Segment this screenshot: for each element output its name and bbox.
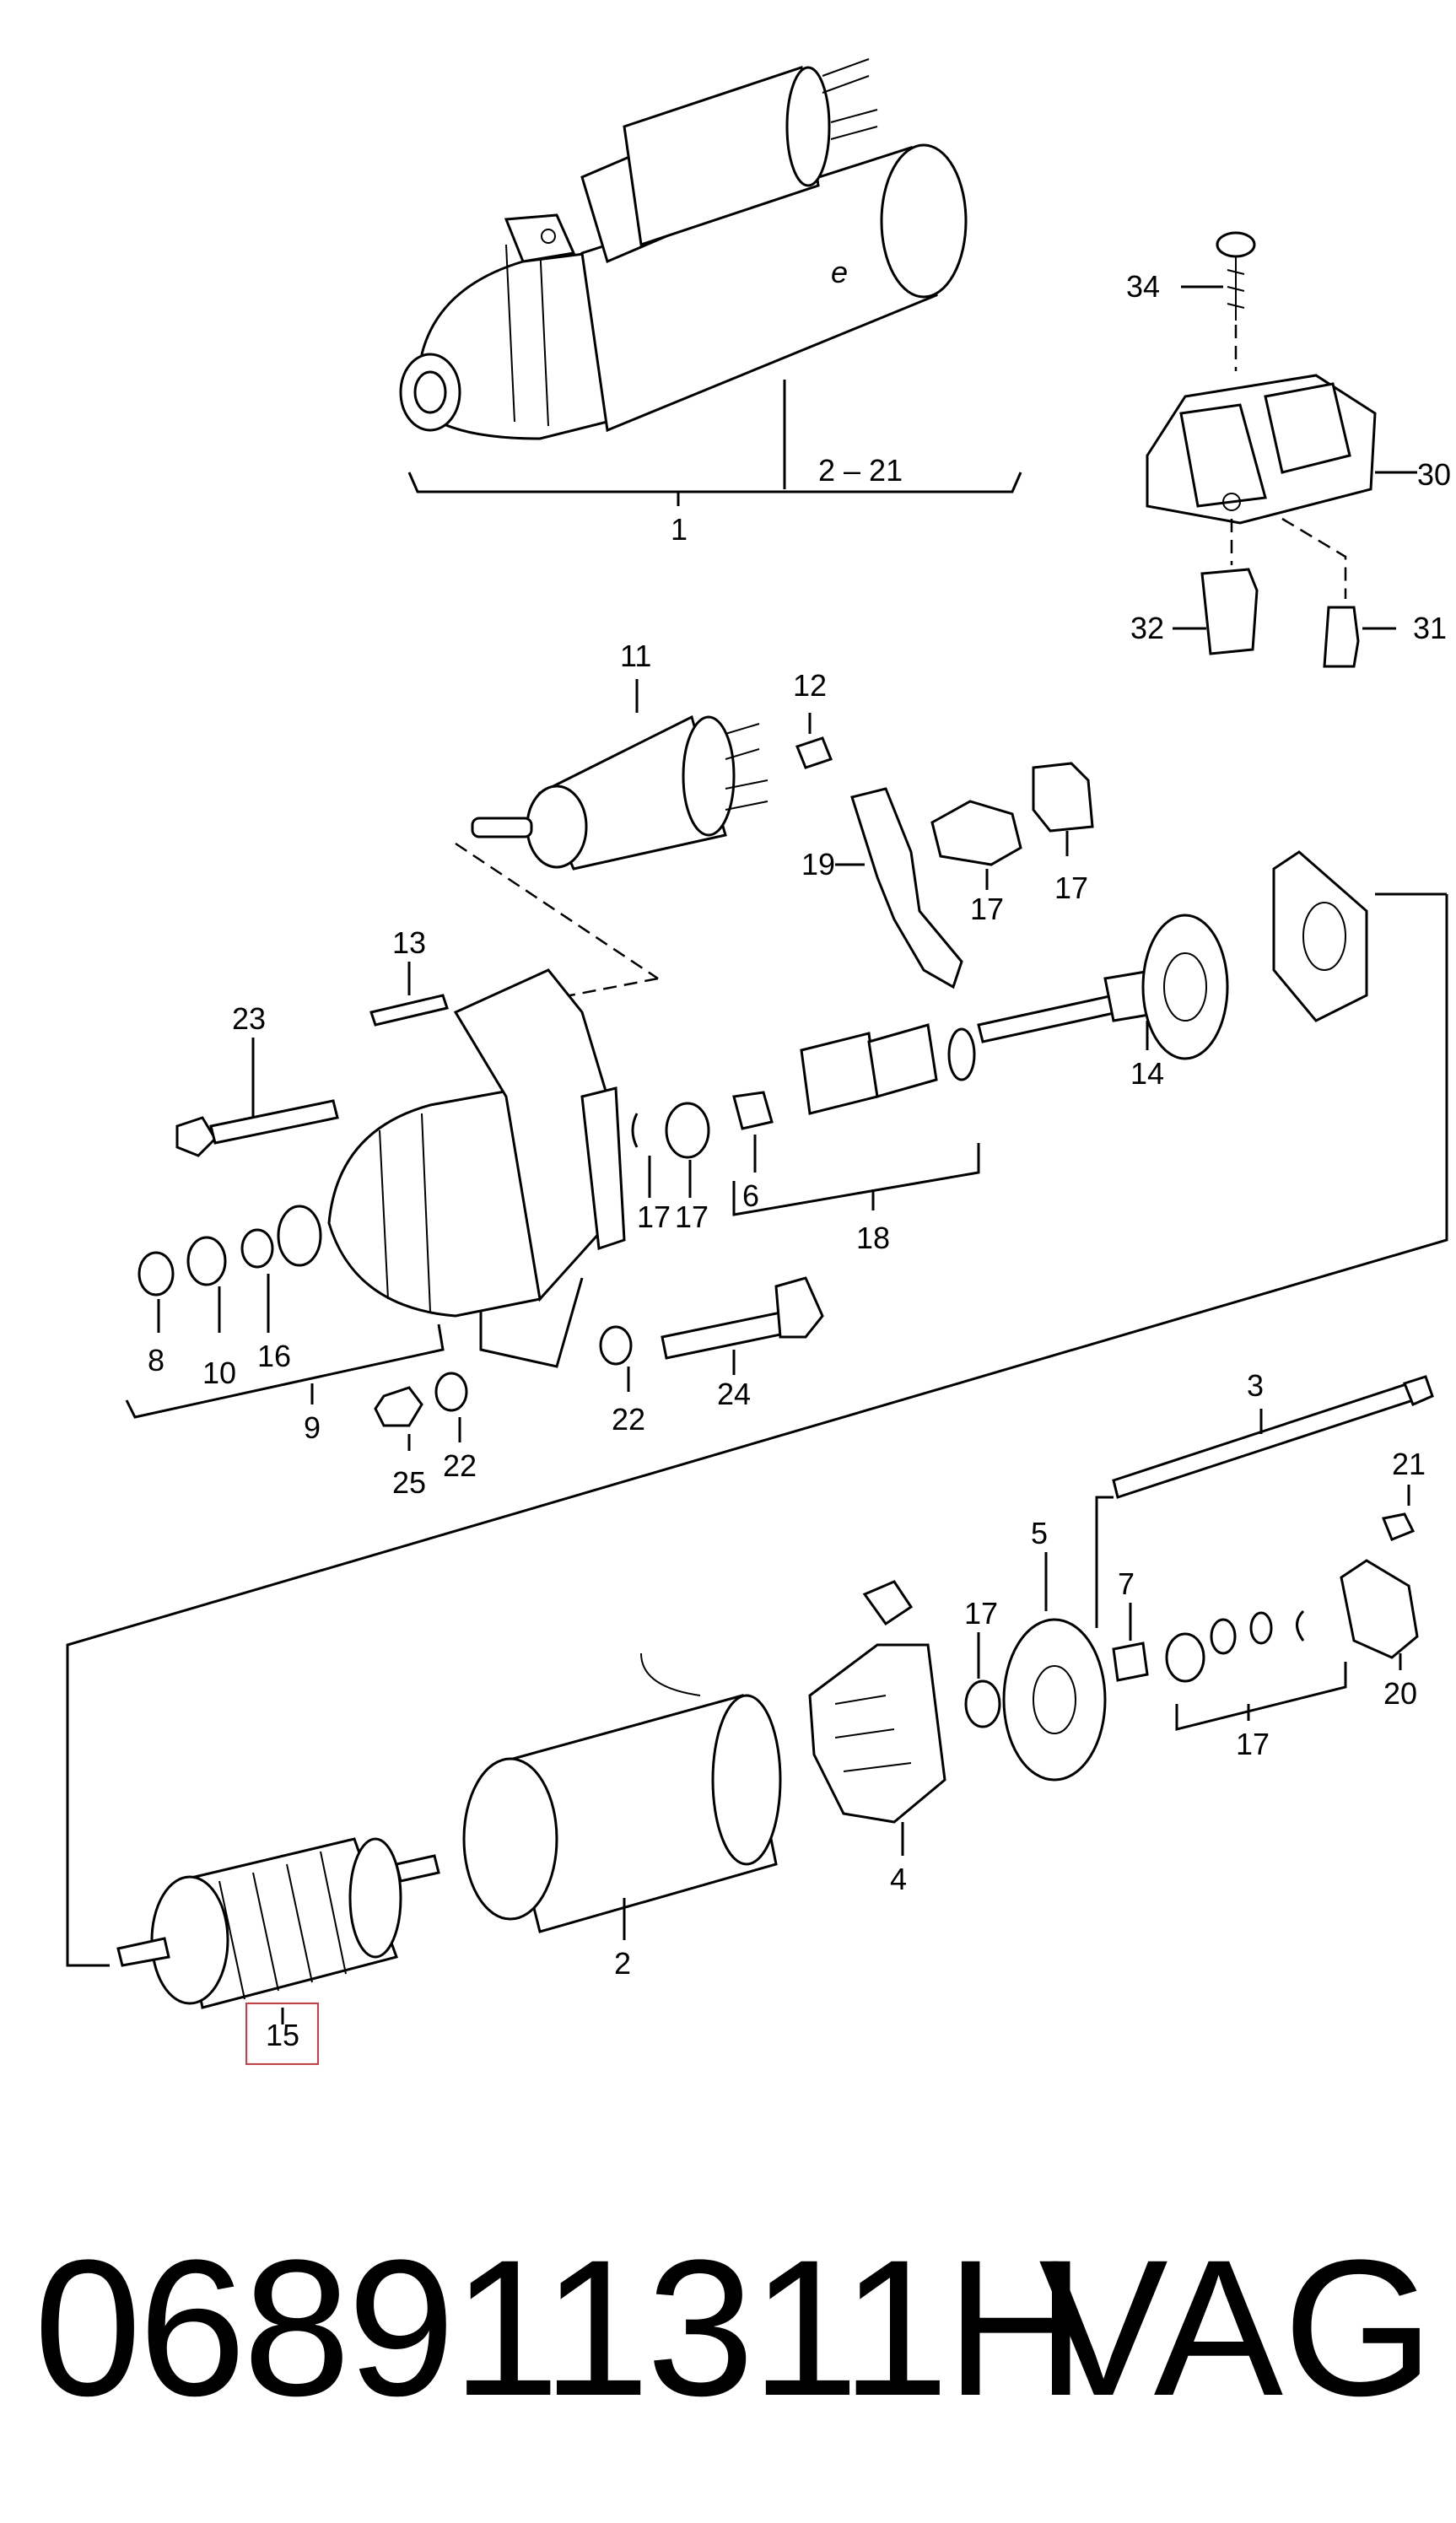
bolt-24-drawing [661,1276,824,1360]
callout-23: 23 [232,1001,266,1036]
callout-17a: 17 [970,892,1004,926]
solenoid-drawing [471,714,768,871]
washer-22b [434,1372,468,1412]
callout-5: 5 [1031,1516,1048,1550]
callout-15: 15 [266,2018,299,2052]
callout-14: 14 [1130,1056,1164,1091]
lever-bearing-17a [930,800,1022,866]
drive-end-housing-drawing [277,968,626,1318]
callout-25: 25 [392,1465,426,1500]
part-footer: 068911311H VAG [25,2193,1443,2463]
callout-21: 21 [1392,1447,1426,1481]
callout-30: 30 [1417,457,1451,492]
callout-17e: 17 [964,1596,998,1631]
callout-8: 8 [148,1343,164,1377]
callout-24: 24 [717,1377,751,1411]
armature-15 [116,1837,440,2009]
commutator-end-shield-5 [1002,1618,1107,1782]
bush-7 [1112,1642,1149,1682]
starter-assembly-drawing: e [399,58,968,440]
callout-2-21: 2 – 21 [818,453,903,488]
nut-25 [374,1386,423,1427]
end-cap-20 [1340,1559,1419,1659]
bolt-connector [1095,1496,1114,1628]
callout-17c: 17 [637,1200,671,1234]
bolt-23-shank [209,1099,339,1145]
bracket-dashes [1230,325,1347,599]
callout-17f: 17 [1236,1727,1270,1761]
callout-17b: 17 [1054,871,1088,905]
callout-31: 31 [1413,611,1447,645]
part-number: 068911311H [34,2219,1086,2436]
callout-11: 11 [620,639,651,673]
callout-16: 16 [257,1339,291,1373]
clip-17f [1296,1609,1305,1642]
bush-10 [186,1236,227,1286]
callout-4: 4 [890,1862,907,1896]
callout-20: 20 [1383,1676,1417,1711]
callout-9: 9 [304,1410,321,1445]
washer-22a [599,1325,633,1366]
engaging-lever [850,787,963,989]
bolt-23-head [175,1116,217,1157]
brush-holder-4 [808,1580,946,1824]
armature-shaft-drawing [977,850,1368,1060]
callout-19: 19 [801,847,835,881]
callout-1: 1 [671,512,688,547]
callout-18: 18 [856,1221,890,1255]
mounting-bracket-drawing [1146,231,1377,668]
bracket-assembly [407,472,1022,493]
callout-32: 32 [1130,611,1164,645]
housing-connector [479,1277,584,1368]
callout-22b: 22 [443,1448,477,1483]
rubber-block-17b [1032,762,1094,833]
pinion-drive-drawing [800,1023,976,1115]
ring-17e [964,1679,1001,1728]
callout-34: 34 [1126,269,1160,304]
bracket-17f [1175,1662,1347,1731]
circlip-17c [631,1113,639,1148]
nut-12 [795,736,833,769]
callout-17d: 17 [675,1200,709,1234]
washer-16 [240,1228,274,1269]
through-bolt-3-head [1403,1375,1434,1406]
washer-17f-3 [1249,1611,1273,1645]
bracket-9 [125,1323,445,1419]
callout-7: 7 [1118,1566,1135,1601]
callout-2: 2 [614,1946,631,1981]
callout-6: 6 [742,1178,759,1213]
highlight-box-15 [245,2003,319,2065]
washer-17f-2 [1210,1618,1237,1655]
ring-17d [665,1102,710,1159]
brand-name: VAG [1038,2219,1434,2436]
callout-12: 12 [793,668,827,703]
callout-13: 13 [392,925,426,960]
callout-22a: 22 [612,1402,645,1437]
exploded-parts-view: e 1 2 – 21 34 30 32 31 11 12 19 17 [66,58,1451,2065]
svg-text:e: e [831,255,848,289]
screw-13 [369,994,449,1027]
callout-3: 3 [1247,1368,1264,1403]
bush-6 [732,1091,774,1130]
callout-10: 10 [202,1356,236,1390]
washer-17f-1 [1165,1632,1205,1683]
screw-21 [1381,1512,1416,1541]
field-housing-2 [462,1652,782,1933]
bracket-18 [732,1143,980,1216]
assembly-connector [66,892,1448,1967]
bush-8 [138,1251,175,1297]
